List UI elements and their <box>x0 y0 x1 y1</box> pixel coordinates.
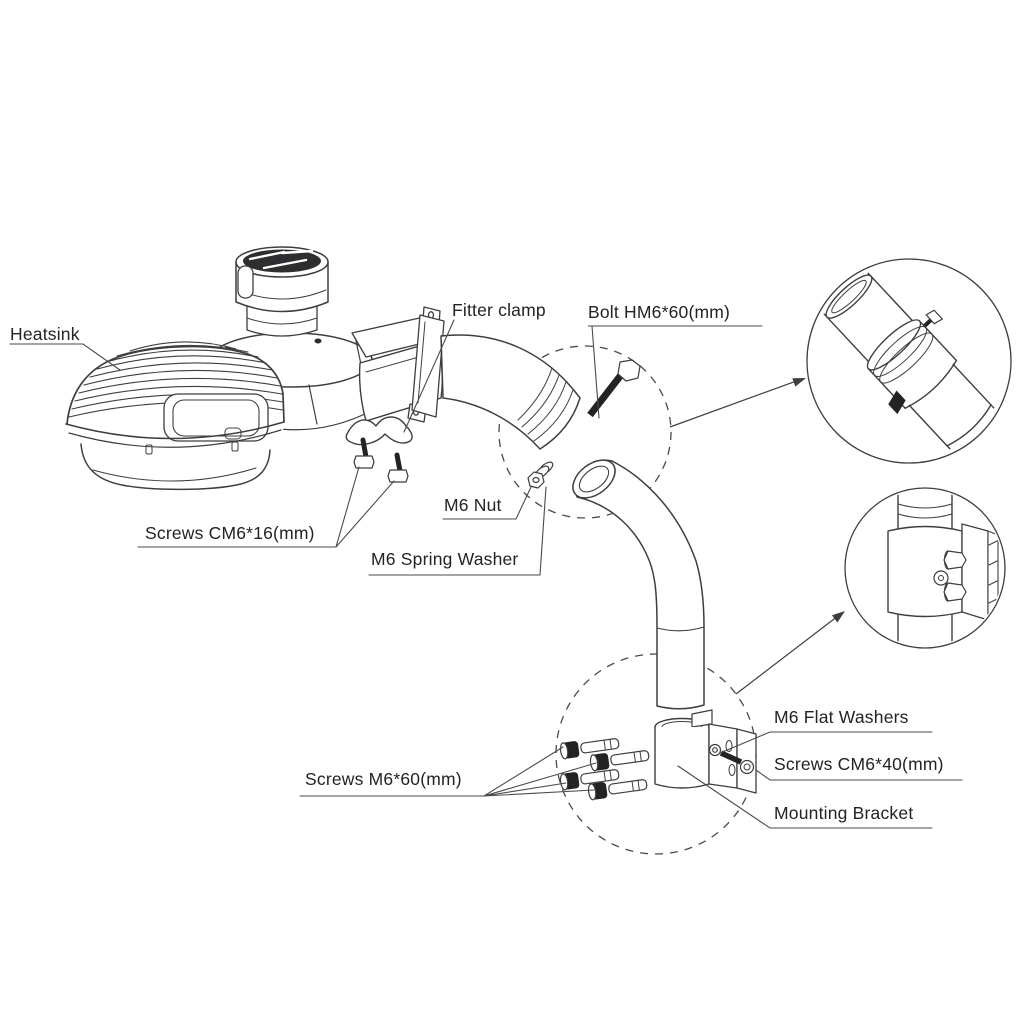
joint-zoom-dashed-circle <box>498 345 672 519</box>
bolt-part <box>587 359 641 418</box>
screws-m6-60-parts <box>559 738 650 801</box>
label-screws-cm6-40: Screws CM6*40(mm) <box>774 754 944 774</box>
leader-bolt <box>588 325 763 419</box>
label-m6-flat-washers: M6 Flat Washers <box>774 707 909 727</box>
detail-view-joint <box>806 258 1012 464</box>
lower-arm-pipe <box>572 459 705 710</box>
detail-bracket-bolts <box>943 550 967 602</box>
heatsink-part <box>65 341 285 455</box>
fitter-clamp-part <box>345 416 413 446</box>
lamp-head <box>65 246 445 491</box>
lamp-bowl <box>80 443 271 491</box>
zoom-arrow-joint <box>669 378 806 428</box>
leader-lines <box>9 319 963 829</box>
leader-screws-m6-60 <box>299 746 597 797</box>
leader-m6-nut <box>442 486 532 520</box>
bracket-hole <box>728 764 736 776</box>
mounting-arm <box>440 334 705 710</box>
bracket-clamp-cylinder <box>654 726 710 789</box>
label-bolt-hm6-60: Bolt HM6*60(mm) <box>588 302 731 322</box>
leader-mounting-bracket <box>677 765 933 829</box>
bracket-hole <box>725 740 733 752</box>
m6-nut-part <box>527 471 545 489</box>
photocell-cap-highlights <box>248 249 314 270</box>
leader-fitter-clamp <box>403 319 455 433</box>
label-fitter-clamp: Fitter clamp <box>452 300 546 320</box>
label-m6-nut: M6 Nut <box>444 495 502 515</box>
leader-m6-spring-washer <box>368 486 547 576</box>
leader-heatsink <box>9 343 121 371</box>
label-mounting-bracket: Mounting Bracket <box>774 803 914 823</box>
leader-m6-flat-washers <box>719 731 933 754</box>
label-m6-spring-washer: M6 Spring Washer <box>371 549 519 569</box>
leader-screws-cm6-16 <box>137 466 395 548</box>
label-screws-cm6-16: Screws CM6*16(mm) <box>145 523 315 543</box>
screw-cm6-40-part <box>719 750 755 775</box>
fitter-bracket-plate <box>407 306 445 423</box>
label-heatsink: Heatsink <box>10 324 80 344</box>
zoom-arrow-bracket <box>735 611 845 695</box>
photocell <box>235 246 329 337</box>
photocell-window <box>237 265 254 299</box>
leader-screws-cm6-40 <box>755 769 963 781</box>
joint-threads <box>521 374 574 442</box>
m6-flat-washer-part <box>708 743 722 757</box>
label-screws-m6-60: Screws M6*60(mm) <box>305 769 462 789</box>
upper-arm-pipe <box>440 334 581 450</box>
detail-view-bracket <box>844 487 1006 649</box>
mounting-bracket-assembly <box>559 709 757 801</box>
screws-cm6-16-parts <box>353 437 409 483</box>
